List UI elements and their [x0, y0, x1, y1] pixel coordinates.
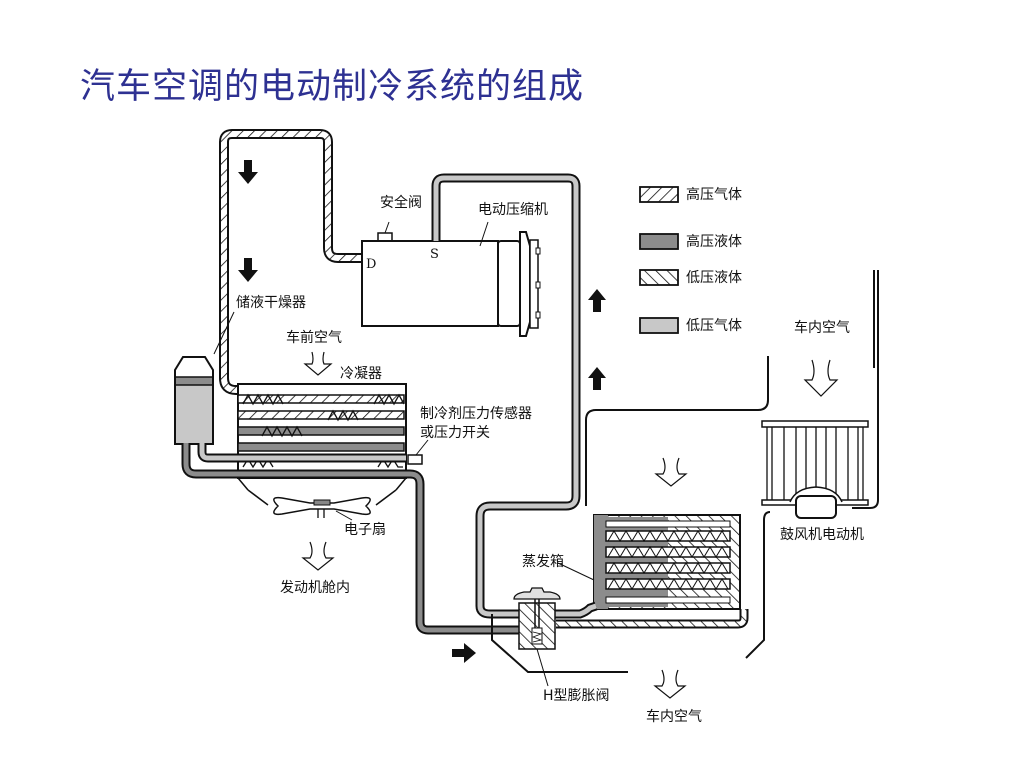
flow-arrow-down-2 [238, 258, 258, 282]
legend-swatch-high-pressure-gas [639, 186, 679, 203]
pressure-sensor-label-line1: 制冷剂压力传感器 [420, 405, 532, 422]
safety-valve [377, 232, 393, 242]
condenser-label: 冷凝器 [340, 366, 382, 382]
port-s-label: S [430, 247, 439, 262]
engine-bay-arrow-icon [301, 541, 335, 571]
front-air-arrow-icon [303, 351, 333, 376]
legend-item-high-pressure-gas: 高压气体 [639, 186, 742, 203]
cabin-air-arrow-right-icon [803, 359, 839, 397]
discharge-pipe [219, 129, 406, 395]
air-duct [491, 270, 879, 673]
electric-fan [273, 496, 371, 521]
legend-item-low-pressure-liquid: 低压液体 [639, 269, 742, 286]
legend: 高压气体 高压液体 低压液体 低压气体 [639, 186, 742, 334]
page-title: 汽车空调的电动制冷系统的组成 [80, 67, 585, 107]
evaporator-outlet [520, 601, 598, 619]
flow-arrow-up-2 [588, 367, 606, 390]
flow-arrow-right [452, 643, 476, 663]
legend-label: 高压气体 [686, 186, 742, 203]
legend-item-high-pressure-liquid: 高压液体 [639, 233, 742, 250]
h-expansion-valve [513, 587, 561, 687]
blower-fan [761, 420, 869, 519]
legend-swatch-high-pressure-liquid [639, 233, 679, 250]
cabin-air-arrow-bottom2-icon [653, 669, 687, 699]
blower-motor-label: 鼓风机电动机 [780, 527, 864, 543]
flow-arrow-down-1 [238, 160, 258, 184]
cabin-air-right-label: 车内空气 [794, 319, 850, 336]
pressure-sensor-label-line2: 或压力开关 [420, 425, 490, 441]
engine-bay-label: 发动机舱内 [280, 580, 350, 596]
front-air-label: 车前空气 [286, 329, 342, 346]
pressure-sensor [407, 439, 429, 465]
legend-label: 低压气体 [686, 318, 742, 334]
condenser [237, 383, 407, 506]
liquid-line [181, 443, 520, 635]
expansion-valve-label: H型膨胀阀 [543, 687, 610, 704]
electric-compressor [361, 221, 541, 337]
suction-pipe [431, 173, 581, 619]
cabin-air-bottom-label: 车内空气 [646, 708, 702, 725]
port-d-label: D [366, 257, 376, 272]
legend-item-low-pressure-gas: 低压气体 [639, 317, 742, 334]
legend-swatch-low-pressure-liquid [639, 269, 679, 286]
evaporator [557, 514, 741, 610]
legend-label: 高压液体 [686, 233, 742, 250]
legend-swatch-low-pressure-gas [639, 317, 679, 334]
safety-valve-label: 安全阀 [380, 194, 422, 211]
flow-arrow-up-1 [588, 289, 606, 312]
low-pressure-liquid-line [556, 609, 749, 629]
compressor-label: 电动压缩机 [478, 202, 548, 218]
receiver-drier [174, 311, 235, 445]
cabin-air-arrow-bottom-icon [654, 457, 688, 487]
electric-fan-label: 电子扇 [344, 522, 386, 538]
receiver-drier-label: 储液干燥器 [236, 295, 306, 311]
legend-label: 低压液体 [686, 270, 742, 286]
evaporator-label: 蒸发箱 [522, 554, 564, 570]
